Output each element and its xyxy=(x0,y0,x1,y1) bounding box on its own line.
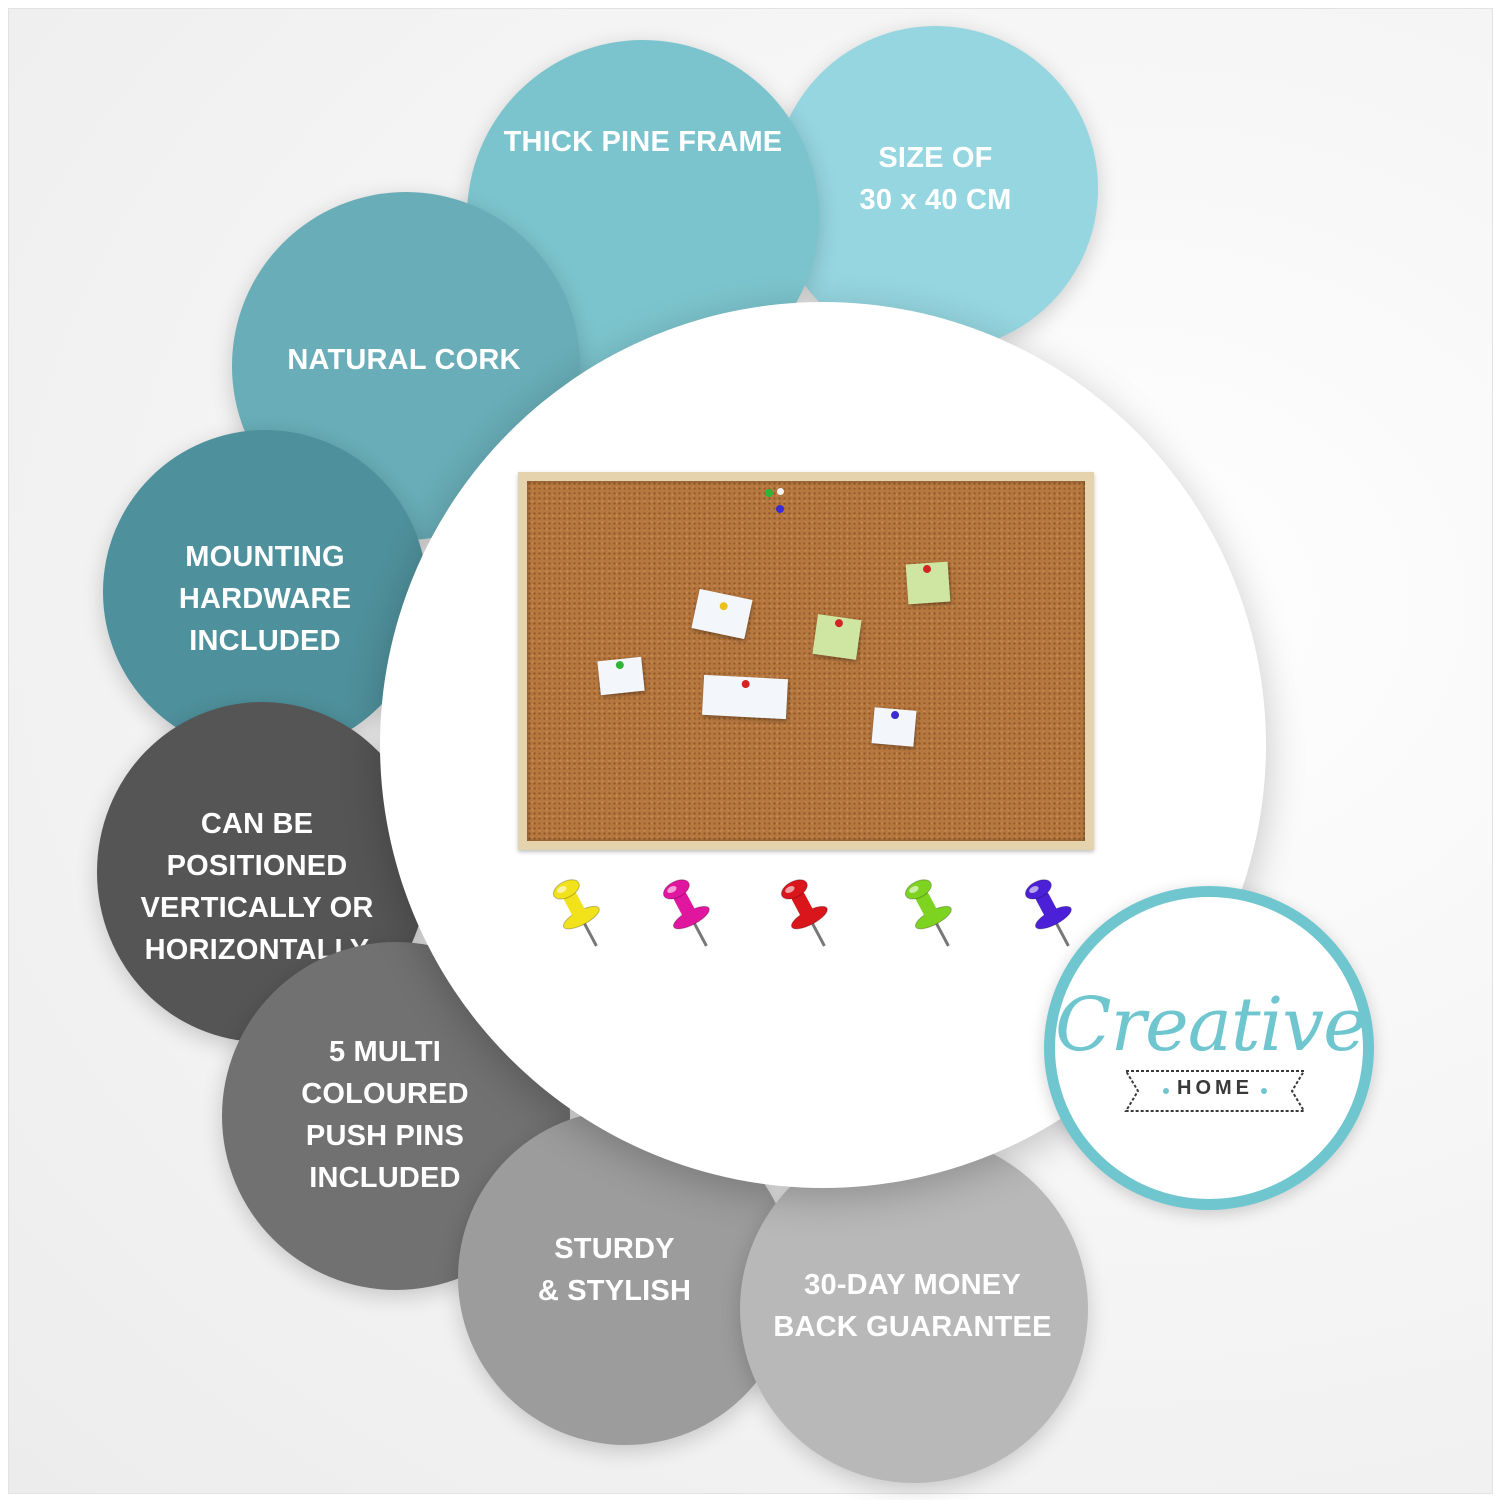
note-white xyxy=(691,588,753,640)
feature-orientation-text: CAN BE POSITIONED VERTICALLY OR HORIZONT… xyxy=(140,808,374,966)
feature-natural-cork-text: NATURAL CORK xyxy=(287,344,521,376)
note-white xyxy=(597,656,645,696)
feature-size: SIZE OF 30 x 40 CM xyxy=(773,26,1098,351)
feature-money-back: 30-DAY MONEY BACK GUARANTEE xyxy=(740,1135,1088,1483)
pin-cluster-icon xyxy=(765,489,773,497)
feature-money-back-text: 30-DAY MONEY BACK GUARANTEE xyxy=(773,1268,1052,1343)
note-white xyxy=(871,707,917,747)
pin-cluster-icon xyxy=(777,488,784,495)
logo-ribbon: HOME xyxy=(1122,1069,1308,1113)
logo-wordmark: Creative xyxy=(1055,982,1367,1068)
brand-logo: Creative HOME xyxy=(1044,886,1374,1210)
feature-sturdy-stylish-text: STURDY & STYLISH xyxy=(537,1232,692,1307)
cork-board-image xyxy=(518,472,1094,850)
feature-push-pins-text: 5 MULTI COLOURED PUSH PINS INCLUDED xyxy=(301,1035,469,1194)
cork-surface xyxy=(527,481,1085,841)
note-white xyxy=(702,674,788,720)
feature-size-text: SIZE OF 30 x 40 CM xyxy=(859,141,1012,216)
note-green xyxy=(812,614,862,660)
logo-subtext: HOME xyxy=(1177,1077,1253,1099)
feature-pine-frame-text: THICK PINE FRAME xyxy=(503,126,783,158)
ribbon-icon xyxy=(1124,1070,1306,1112)
feature-sturdy-stylish: STURDY & STYLISH xyxy=(458,1110,793,1445)
note-green xyxy=(905,561,951,605)
feature-mounting-hardware-text: MOUNTING HARDWARE INCLUDED xyxy=(178,541,352,657)
pin-cluster-icon xyxy=(776,505,784,513)
feature-mounting-hardware: MOUNTING HARDWARE INCLUDED xyxy=(103,430,427,754)
